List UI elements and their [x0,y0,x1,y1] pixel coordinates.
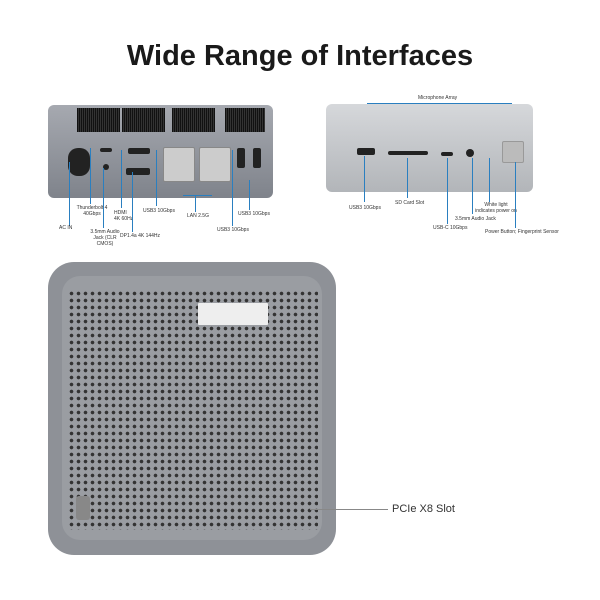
label-pcie-slot: PCIe X8 Slot [392,503,455,515]
label-sd-card: SD Card Slot [395,200,425,206]
label-power-button: Power Button; Fingerprint Sensor [485,229,559,235]
sticker [198,303,268,325]
label-audio: 3.5mm Audio Jack (CLR CMOS) [90,229,120,247]
label-usb-c-front: USB-C 10Gbps [433,225,468,231]
page-title: Wide Range of Interfaces [126,40,474,72]
dp-port [126,168,150,175]
hdmi-port [128,148,150,154]
label-hdmi: HDMI 4K 60Hz [114,210,134,222]
label-usb-b: USB3 10Gbps [217,227,249,233]
label-thunderbolt: Thunderbolt 4 40Gbps [76,205,108,217]
label-ac-in: AC IN [59,225,73,231]
label-power-light: White light indicates power on [475,202,517,214]
label-front-audio: 3.5mm Audio Jack [455,216,496,222]
label-front-usb: USB3 10Gbps [349,205,381,211]
label-dp: DP1.4a 4K 144Hz [120,233,161,239]
label-lan: LAN 2.5G [187,213,209,219]
thunderbolt-port [100,148,112,152]
fingerprint-button [502,141,524,163]
label-usb-c: USB3 10Gbps [238,211,270,217]
vent-grid [68,290,318,530]
lan-port [199,147,231,182]
ac-in-port [68,148,90,176]
usb-port [253,148,261,168]
label-microphone-array: Microphone Array [418,95,458,101]
usb-port [237,148,245,168]
label-usb-a: USB3 10Gbps [143,208,175,214]
audio-port [103,164,109,170]
lan-port [163,147,195,182]
